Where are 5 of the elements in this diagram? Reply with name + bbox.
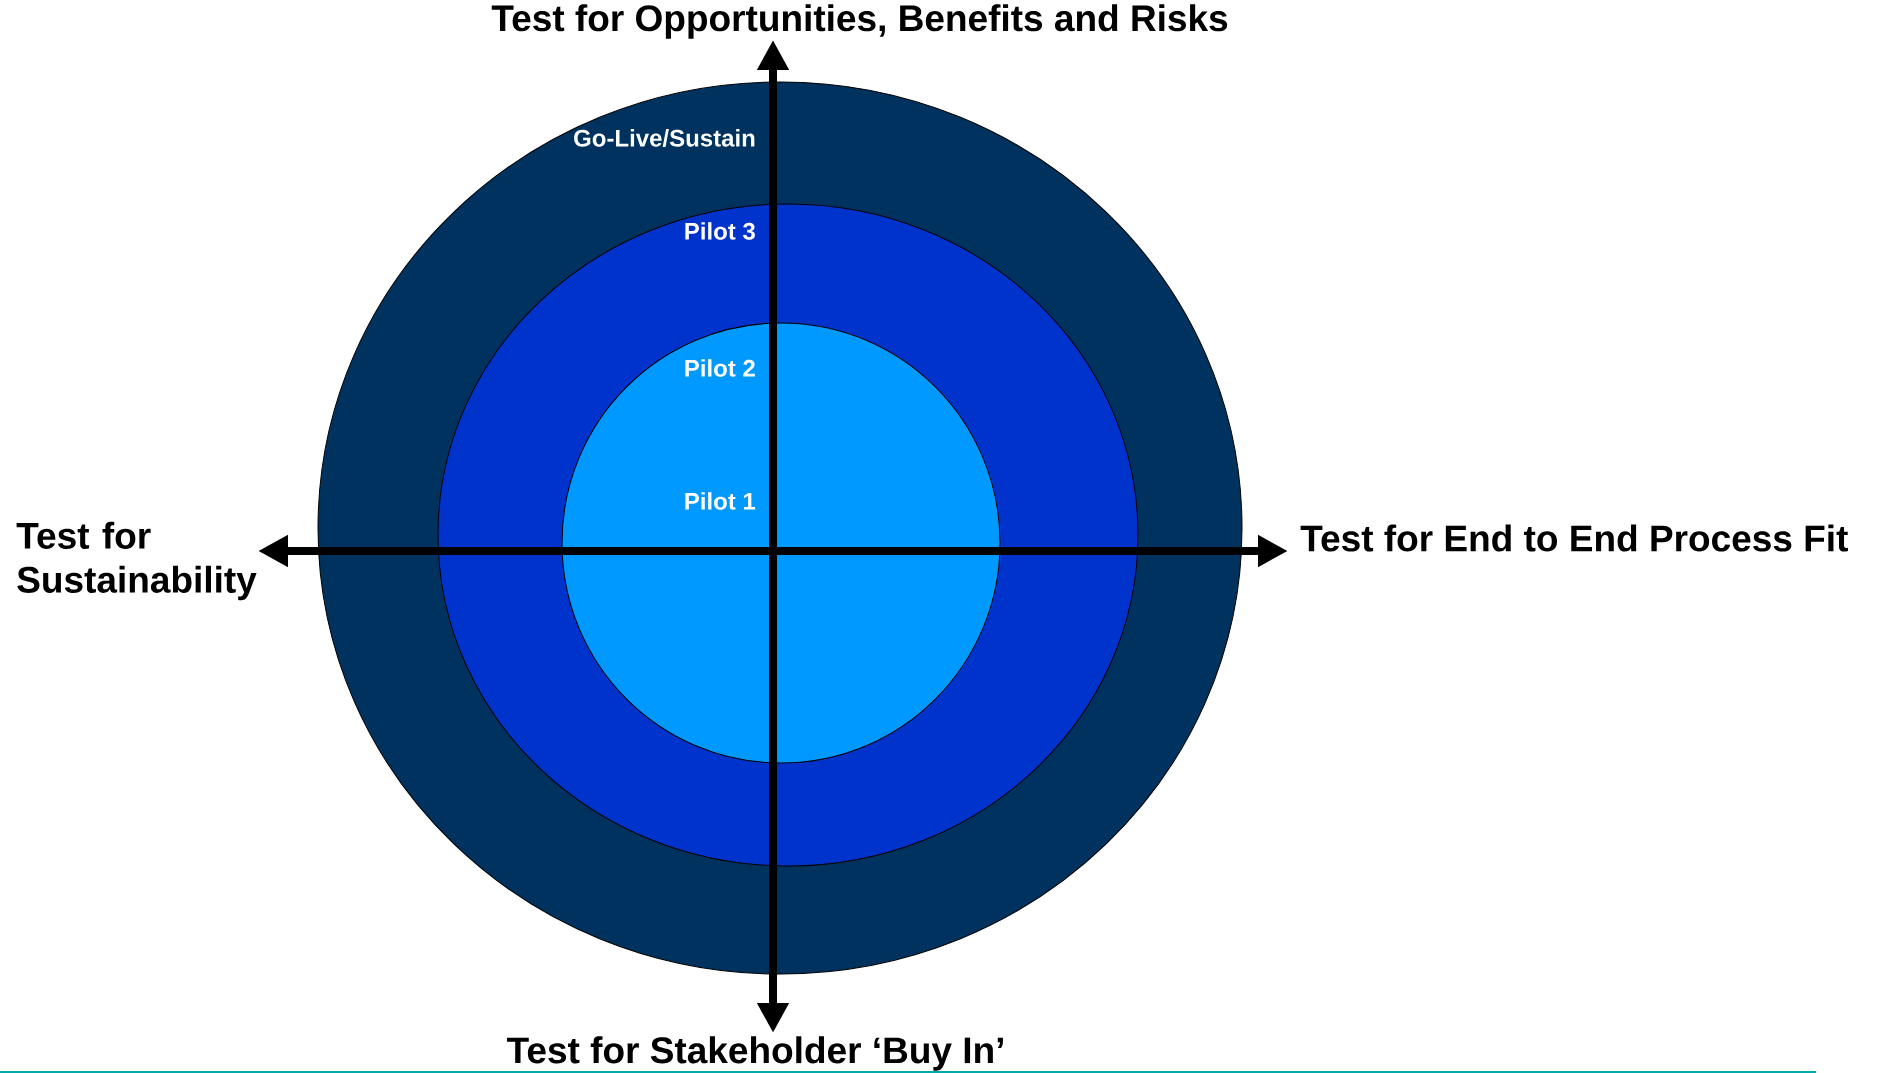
axis-label: Test for End to End Process Fit (1300, 524, 1848, 552)
axis-label: Test for Sustainability (16, 521, 257, 601)
ring: Pilot 2 Pilot 1 (561, 322, 1001, 764)
axis-label: Test for Stakeholder ‘Buy In’ (506, 1036, 1003, 1071)
axis-label: Test for Opportunities, Benefits and Risks (491, 4, 1228, 39)
